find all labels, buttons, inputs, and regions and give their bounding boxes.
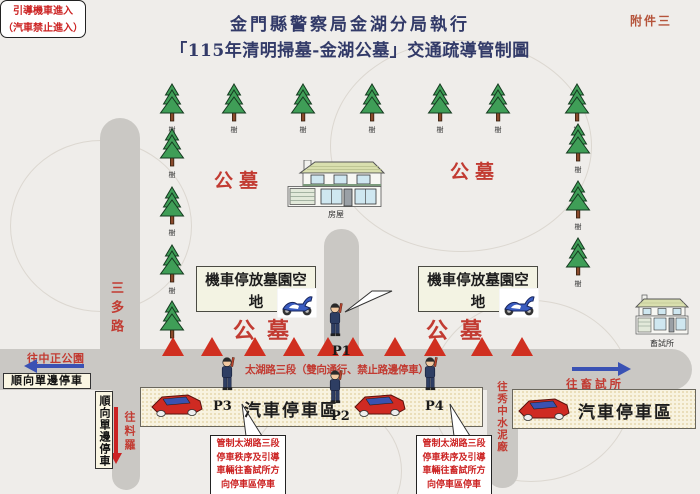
duty-note-p4: 管制太湖路三段 停車秩序及引導 車輛往畜試所方 向停車區停車 [416,435,492,494]
police-officer-icon [422,357,440,395]
police-post-p1-label: P1 [332,344,351,359]
station-label: 畜試所 [650,339,674,348]
scooter-icon [276,287,318,322]
tree-label: 樹 [436,126,444,134]
cemetery-label: 公墓 [214,170,265,192]
pine-tree-icon [158,300,186,344]
traffic-cone-icon [424,337,446,356]
cemetery-label: 公墓 [426,318,495,344]
duty-note-line: 車輛往畜試所方 [216,466,280,476]
duty-note-line: 管制太湖路三段 [422,439,486,449]
taihu-road-label: 太湖路三段（雙向通行、禁止路邊停車） [245,364,429,376]
moto-parking-zone-label: 機車停放墓園空地 [205,272,307,311]
duty-note-line: 停車秩序及引導 [216,452,280,463]
south-arrow-head [110,453,122,464]
car-icon [148,391,204,422]
station-illustration [633,294,691,341]
traffic-cone-icon [384,337,406,356]
house-illustration [283,159,389,212]
sanduo-road-label: 三多路 [108,281,123,338]
one-side-parking-box-horizontal: 順向單邊停車 [3,373,91,389]
house-label: 房屋 [328,210,344,219]
pine-tree-icon: 樹 [564,123,592,175]
duty-note-line: 向停車區停車 [426,479,481,490]
car-parking-area-label: 汽車停車區 [244,401,339,421]
page-title-line1: 金門縣警察局金湖分局執行 [230,15,470,35]
tree-label: 樹 [574,166,582,174]
tree-label: 樹 [368,126,376,134]
pine-tree-icon: 樹 [358,83,386,135]
tree-label: 樹 [574,280,582,288]
pine-tree-icon: 樹 [289,83,317,135]
traffic-cone-icon [201,337,223,356]
one-side-parking-box-vertical: 順向單邊停車 [95,391,113,469]
guide-bubble-line1: 引導機車進入 [13,6,73,17]
pine-tree-icon: 樹 [220,83,248,135]
attachment-note: 附件三 [630,14,673,28]
traffic-cone-icon [471,337,493,356]
background-arc [330,40,592,252]
tree-label: 樹 [168,287,176,295]
guide-speech-bubble: 引導機車進入 （汽車禁止進入） [0,0,86,38]
traffic-cone-icon [162,337,184,356]
west-arrow-head [24,359,37,373]
duty-note-line: 向停車區停車 [220,479,275,490]
to-cement-plant-label: 往秀中水泥廠 [496,381,508,453]
car-icon [515,395,571,426]
pine-tree-icon: 樹 [158,244,186,296]
duty-note-line: 停車秩序及引導 [422,452,486,463]
police-post-p4-label: P4 [425,399,444,414]
tree-label: 樹 [494,126,502,134]
pine-tree-icon: 樹 [426,83,454,135]
to-livestock-station-label: 往畜試所 [566,377,624,391]
car-parking-area-label: 汽車停車區 [578,403,673,423]
tree-label: 樹 [230,126,238,134]
traffic-cone-icon [511,337,533,356]
tree-label: 樹 [168,171,176,179]
traffic-cone-icon [342,337,364,356]
police-officer-icon [327,370,345,408]
south-arrow [114,407,118,454]
pine-tree-icon: 樹 [158,186,186,238]
tree-label: 樹 [168,229,176,237]
scooter-icon [498,287,540,322]
west-arrow [36,364,84,368]
police-officer-icon [327,303,345,341]
duty-note-p3: 管制太湖路三段 停車秩序及引導 車輛往畜試所方 向停車區停車 [210,435,286,494]
traffic-cone-icon [244,337,266,356]
to-liaoluo-label: 往料羅 [123,411,136,453]
to-zhongzheng-park-label: 往中正公園 [27,352,85,365]
tree-label: 樹 [299,126,307,134]
traffic-cone-icon [317,337,339,356]
road-sanduo [100,118,140,352]
east-arrow-head [618,362,631,376]
page-title-line2: 「115年清明掃墓-金湖公墓」交通疏導管制圖 [170,41,530,61]
east-arrow [572,367,618,371]
pine-tree-icon: 樹 [564,237,592,289]
guide-bubble-line2: （汽車禁止進入） [3,23,83,34]
police-post-p3-label: P3 [213,399,232,414]
duty-note-line: 車輛往畜試所方 [422,466,486,476]
moto-parking-zone-label: 機車停放墓園空地 [427,272,529,311]
car-icon [351,391,407,422]
tree-label: 樹 [574,223,582,231]
traffic-cone-icon [283,337,305,356]
cemetery-label: 公墓 [233,318,302,344]
cemetery-label: 公墓 [450,161,501,183]
pine-tree-icon: 樹 [158,128,186,180]
pine-tree-icon: 樹 [484,83,512,135]
police-post-p2-label: P2 [331,409,350,424]
pine-tree-icon: 樹 [564,180,592,232]
duty-note-line: 管制太湖路三段 [216,439,280,449]
police-officer-icon [219,357,237,395]
